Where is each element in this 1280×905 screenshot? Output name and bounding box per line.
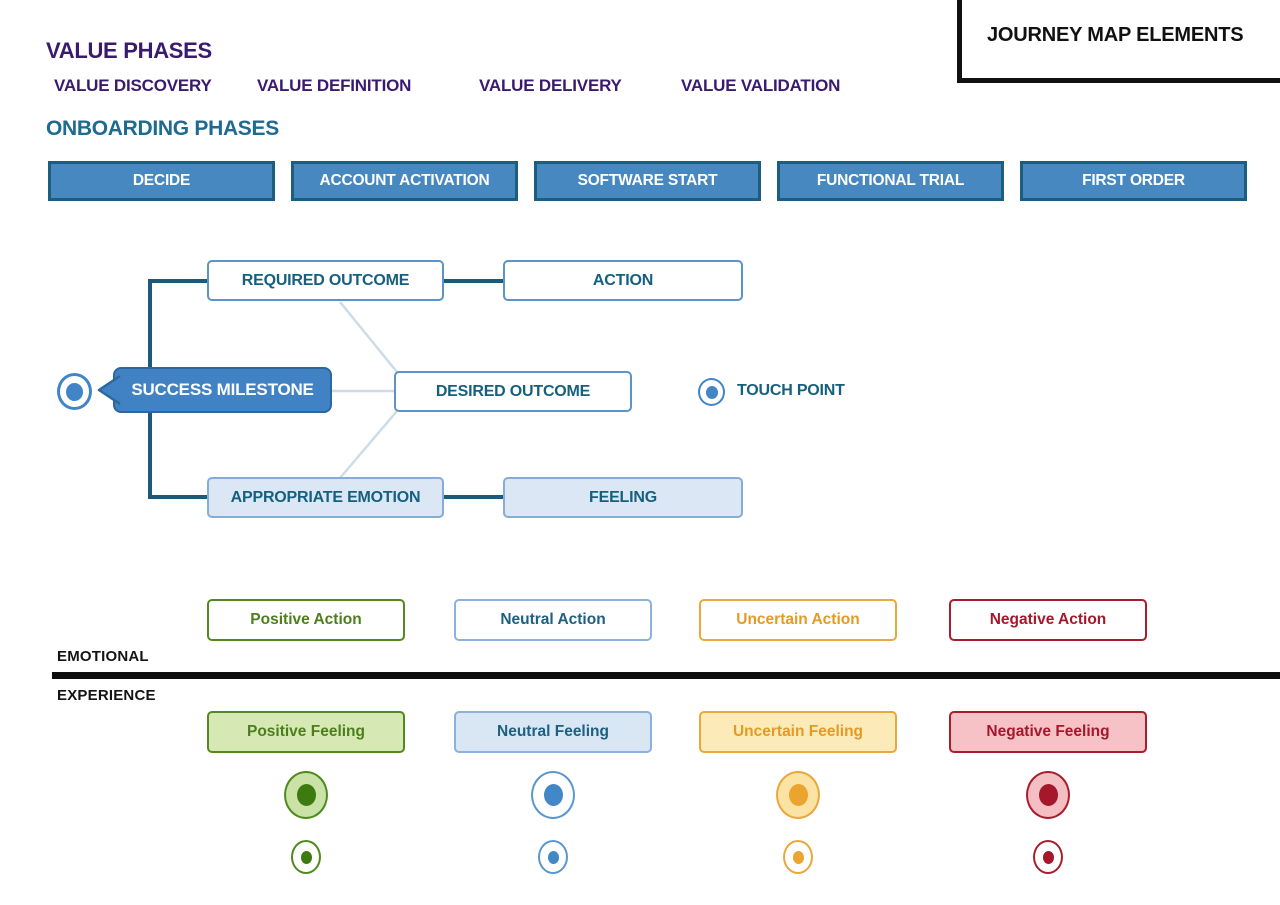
touch-point-legend-icon[interactable] — [698, 378, 725, 406]
emotional-label: EMOTIONAL — [57, 648, 149, 665]
appropriate-emotion-box[interactable]: APPROPRIATE EMOTION — [207, 477, 444, 518]
positive-small-dot-icon[interactable] — [291, 840, 321, 874]
dot — [296, 784, 316, 806]
value-phase-validation: VALUE VALIDATION — [681, 76, 841, 95]
negative-small-dot-icon[interactable] — [1033, 840, 1063, 874]
dot — [1042, 850, 1054, 864]
success-milestone-box[interactable]: SUCCESS MILESTONE — [113, 367, 332, 413]
uncertain-feeling-chip[interactable]: Uncertain Feeling — [699, 711, 897, 753]
dot — [788, 784, 808, 806]
feeling-box[interactable]: FEELING — [503, 477, 743, 518]
journey-map-elements-title: JOURNEY MAP ELEMENTS — [987, 24, 1244, 46]
neutral-action-chip[interactable]: Neutral Action — [454, 599, 652, 641]
phase-chip-first-order[interactable]: FIRST ORDER — [1020, 161, 1247, 201]
positive-feeling-chip[interactable]: Positive Feeling — [207, 711, 405, 753]
journey-map-elements-frame: JOURNEY MAP ELEMENTS — [957, 0, 1280, 83]
action-box[interactable]: ACTION — [503, 260, 743, 301]
experience-axis-line — [52, 672, 1280, 679]
dot — [547, 850, 559, 864]
neutral-large-dot-icon[interactable] — [531, 771, 575, 819]
dot — [792, 850, 804, 864]
onboarding-phases-title: ONBOARDING PHASES — [46, 117, 279, 140]
phase-chip-functional-trial[interactable]: FUNCTIONAL TRIAL — [777, 161, 1004, 201]
experience-label: EXPERIENCE — [57, 687, 156, 704]
phase-chip-account-activation[interactable]: ACCOUNT ACTIVATION — [291, 161, 518, 201]
dot — [543, 784, 563, 806]
negative-action-chip[interactable]: Negative Action — [949, 599, 1147, 641]
value-phase-discovery: VALUE DISCOVERY — [54, 76, 212, 95]
positive-action-chip[interactable]: Positive Action — [207, 599, 405, 641]
phase-chip-decide[interactable]: DECIDE — [48, 161, 275, 201]
value-phase-delivery: VALUE DELIVERY — [479, 76, 622, 95]
value-phase-definition: VALUE DEFINITION — [257, 76, 412, 95]
touch-point-icon[interactable] — [57, 373, 92, 410]
value-phases-title: VALUE PHASES — [46, 38, 212, 63]
phase-chip-software-start[interactable]: SOFTWARE START — [534, 161, 761, 201]
neutral-feeling-chip[interactable]: Neutral Feeling — [454, 711, 652, 753]
neutral-small-dot-icon[interactable] — [538, 840, 568, 874]
positive-large-dot-icon[interactable] — [284, 771, 328, 819]
dot — [1038, 784, 1058, 806]
touch-point-dot-icon — [66, 382, 83, 401]
touch-point-dot-icon — [705, 385, 718, 399]
desired-outcome-box[interactable]: DESIRED OUTCOME — [394, 371, 632, 412]
uncertain-action-chip[interactable]: Uncertain Action — [699, 599, 897, 641]
uncertain-large-dot-icon[interactable] — [776, 771, 820, 819]
dot — [300, 850, 312, 864]
negative-feeling-chip[interactable]: Negative Feeling — [949, 711, 1147, 753]
touch-point-label: TOUCH POINT — [737, 382, 845, 399]
required-outcome-box[interactable]: REQUIRED OUTCOME — [207, 260, 444, 301]
uncertain-small-dot-icon[interactable] — [783, 840, 813, 874]
negative-large-dot-icon[interactable] — [1026, 771, 1070, 819]
